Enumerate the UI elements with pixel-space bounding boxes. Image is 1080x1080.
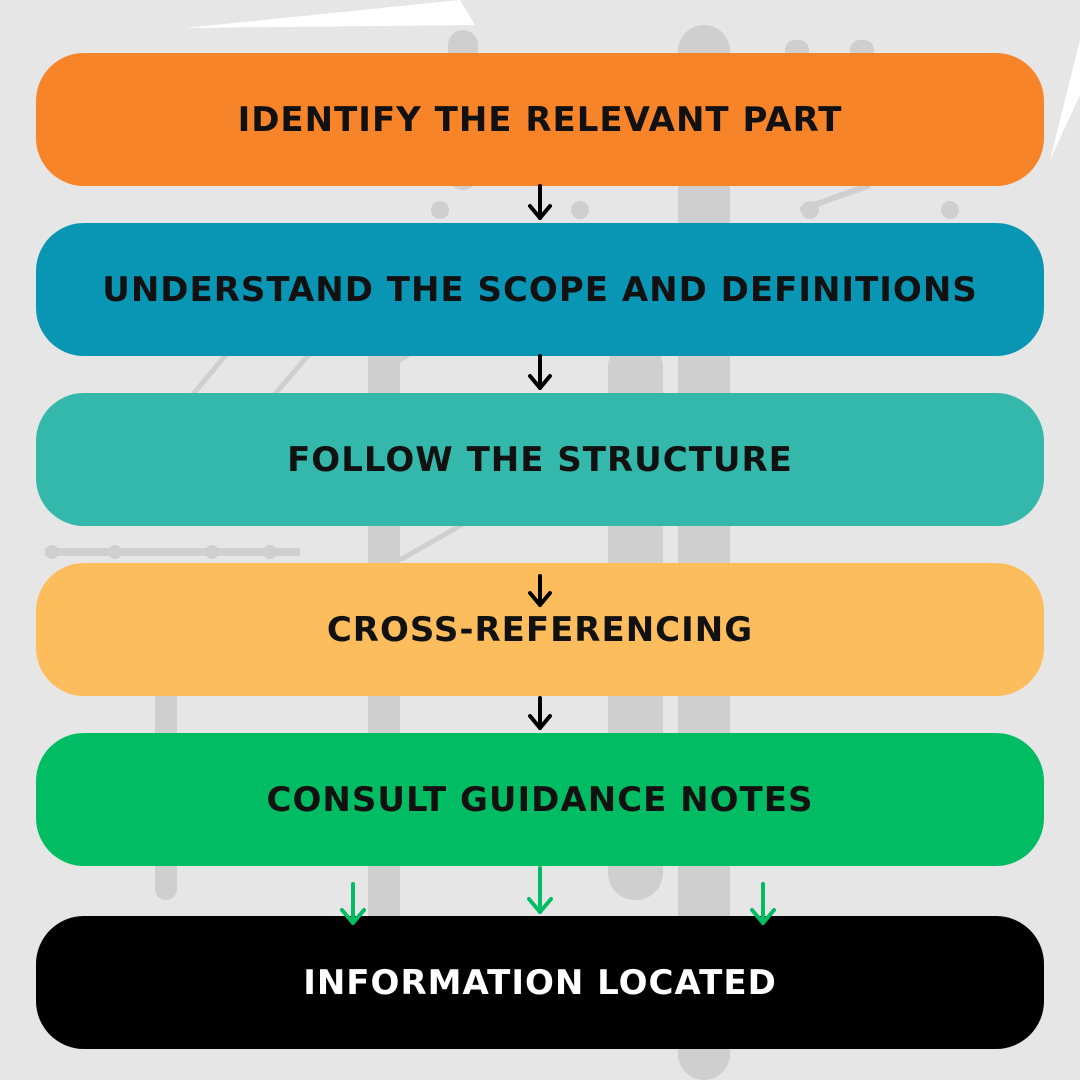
step-information-located: INFORMATION LOCATED xyxy=(36,916,1044,1049)
step-label: IDENTIFY THE RELEVANT PART xyxy=(237,99,843,140)
step-label: UNDERSTAND THE SCOPE AND DEFINITIONS xyxy=(102,269,978,310)
arrow-down-icon xyxy=(528,696,552,730)
step-label: CONSULT GUIDANCE NOTES xyxy=(266,779,814,820)
step-label: INFORMATION LOCATED xyxy=(303,962,777,1003)
arrow-down-icon xyxy=(528,574,552,607)
arrow-down-icon xyxy=(528,354,552,390)
step-identify-relevant-part: IDENTIFY THE RELEVANT PART xyxy=(36,53,1044,186)
arrow-down-icon xyxy=(750,882,776,925)
step-label: FOLLOW THE STRUCTURE xyxy=(287,439,793,480)
step-understand-scope: UNDERSTAND THE SCOPE AND DEFINITIONS xyxy=(36,223,1044,356)
step-consult-guidance-notes: CONSULT GUIDANCE NOTES xyxy=(36,733,1044,866)
background-triangle-top xyxy=(185,0,475,28)
arrow-down-icon xyxy=(528,184,552,220)
arrow-down-icon xyxy=(340,882,366,925)
arrow-down-icon xyxy=(527,866,553,914)
background-triangle-right xyxy=(1050,40,1080,160)
step-follow-structure: FOLLOW THE STRUCTURE xyxy=(36,393,1044,526)
step-label: CROSS-REFERENCING xyxy=(326,609,754,650)
